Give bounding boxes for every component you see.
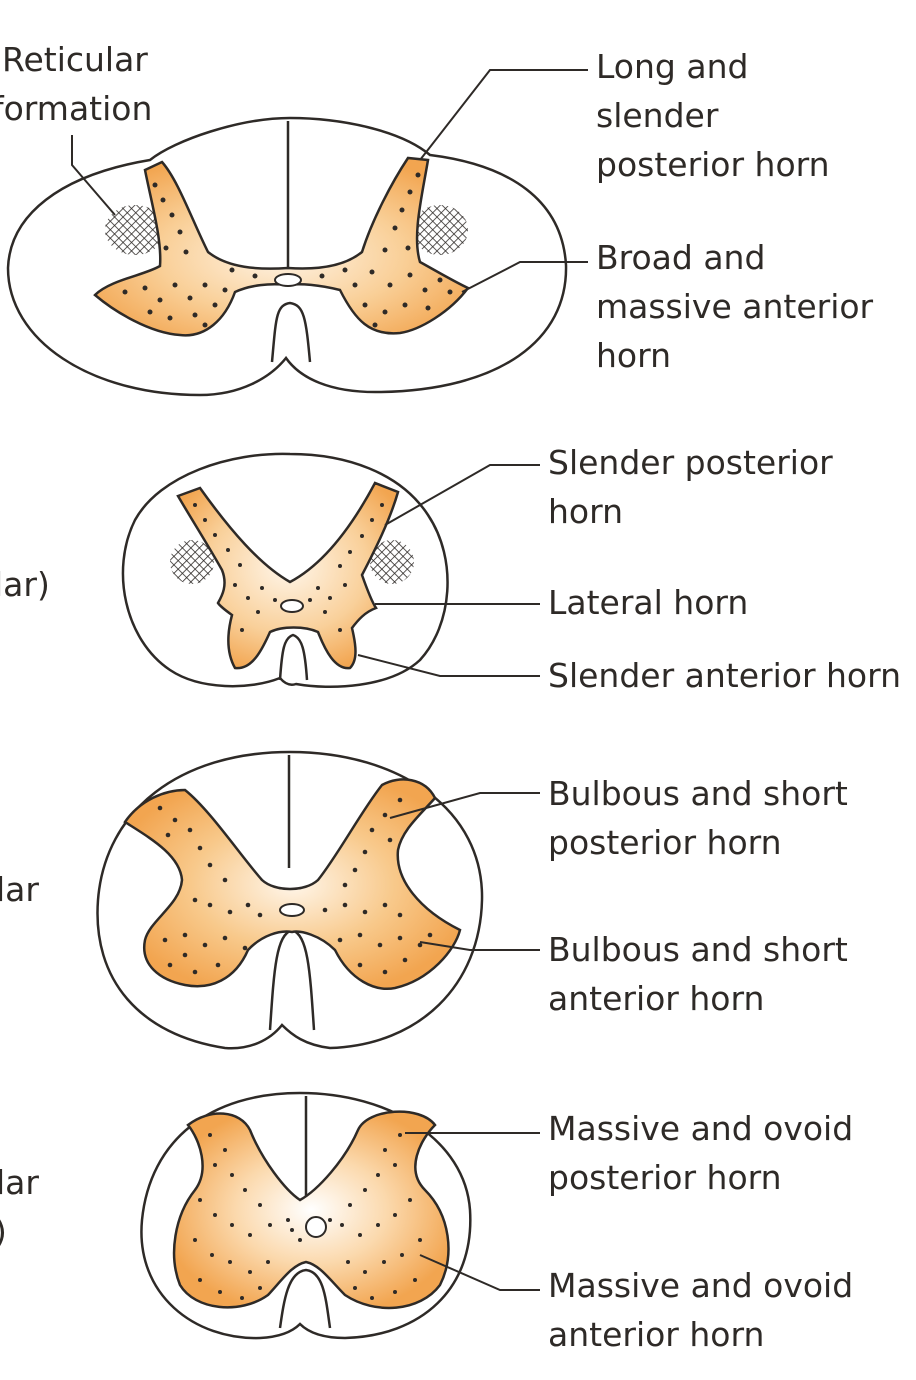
label-formation: formation <box>0 89 153 128</box>
section-1-anterior-horn-label: Broad and massive anterior horn <box>596 238 874 375</box>
section-3-neuron-dots <box>157 797 433 975</box>
section-2-neuron-dots <box>193 503 384 632</box>
label-reticular: Reticular <box>2 40 148 79</box>
section-3-central-canal <box>279 903 305 917</box>
section-2-central-canal <box>280 599 304 613</box>
section-1-anterior-fissure <box>270 301 312 363</box>
section-3-cross-section <box>96 750 540 1050</box>
section-1-cross-section <box>6 69 588 397</box>
label-left-fragment-4a: lar <box>0 1163 39 1202</box>
section-1-leader-posterior-horn <box>419 69 588 161</box>
section-2-anterior-fissure <box>278 633 309 681</box>
section-4-central-canal <box>305 1216 327 1238</box>
section-3-posterior-horn-label: Bulbous and short posterior horn <box>548 774 848 862</box>
section-1-grey-matter <box>93 156 470 337</box>
section-3-leader-anterior-horn <box>419 941 540 951</box>
section-2-lateral-horn-label: Lateral horn <box>548 583 749 622</box>
section-4-grey-matter <box>172 1110 450 1310</box>
section-2-reticular-formation-left <box>170 540 214 584</box>
section-2-cross-section <box>121 452 540 688</box>
section-2-leader-anterior-horn <box>357 654 540 677</box>
section-1-leader-anterior-horn <box>461 261 588 293</box>
section-1-central-canal <box>274 273 302 287</box>
section-3-anterior-horn-label: Bulbous and short anterior horn <box>548 930 848 1018</box>
section-1-reticular-formation-left <box>105 205 165 255</box>
section-3-leader-posterior-horn <box>389 792 540 819</box>
label-left-fragment-3: lar <box>0 870 39 909</box>
section-1-leader-reticular <box>71 135 116 216</box>
section-2-leader-posterior-horn <box>384 464 540 526</box>
section-2-grey-matter <box>176 481 400 670</box>
section-1-reticular-formation-right <box>412 205 468 255</box>
section-2-posterior-horn-label: Slender posterior horn <box>548 443 833 531</box>
section-1-neuron-dots <box>122 172 453 328</box>
label-left-fragment-4b: ) <box>0 1207 7 1256</box>
section-4-anterior-fissure <box>278 1268 332 1329</box>
section-4-posterior-horn-label: Massive and ovoid posterior horn <box>548 1109 854 1197</box>
section-2-anterior-horn-label: Slender anterior horn <box>548 656 902 695</box>
section-4-leader-anterior-horn <box>419 1254 540 1291</box>
section-4-anterior-horn-label: Massive and ovoid anterior horn <box>548 1266 854 1354</box>
label-left-fragment-2: lar) <box>0 565 50 604</box>
section-4-cross-section <box>140 1091 540 1340</box>
section-1-posterior-horn-label: Long and slender posterior horn <box>596 47 830 184</box>
section-2-reticular-formation-right <box>370 540 414 584</box>
section-4-neuron-dots <box>193 1133 422 1300</box>
